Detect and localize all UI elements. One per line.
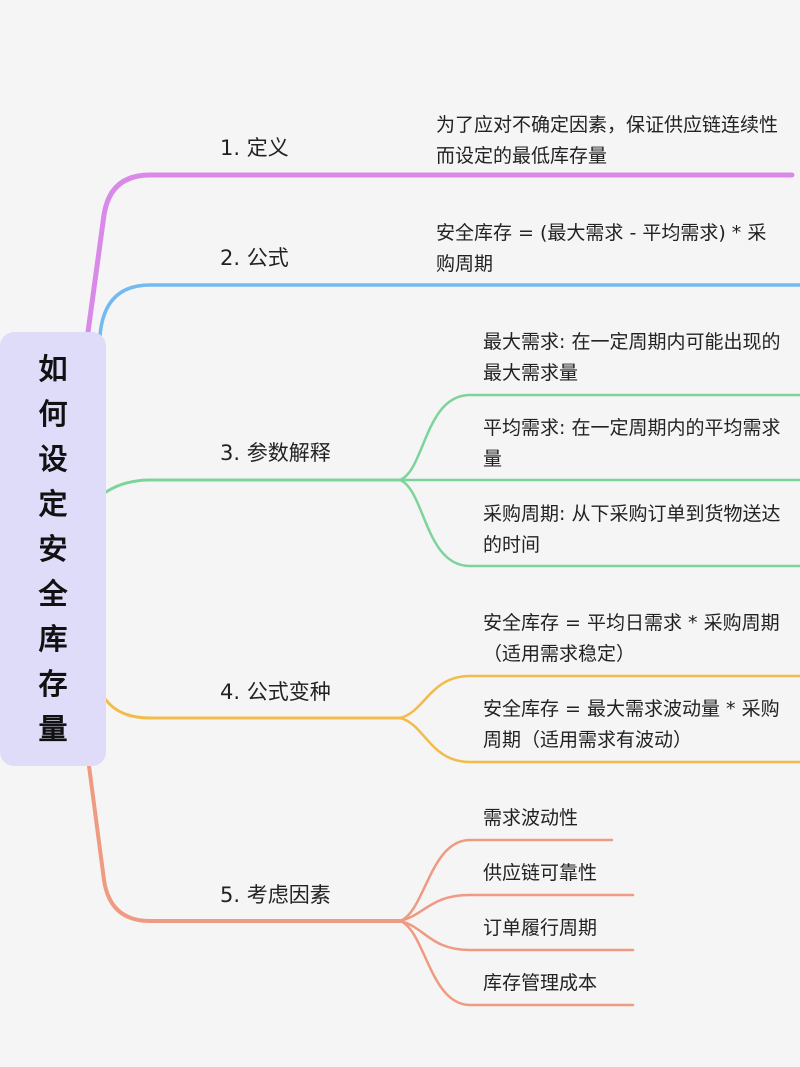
branch-1-line — [85, 172, 795, 335]
branch-5-child-2[interactable]: 供应链可靠性 — [483, 862, 598, 884]
branch-4-child-2-line — [398, 716, 800, 764]
branch-3-child-3[interactable]: 采购周期: 从下采购订单到货物送达的时间 — [483, 503, 781, 556]
branch-3-line — [104, 478, 402, 494]
branch-5-child-1[interactable]: 需求波动性 — [483, 807, 579, 829]
branch-4-label[interactable]: 4. 公式变种 — [220, 680, 331, 704]
branch-5-child-3-line — [398, 919, 635, 952]
branch-4-child-1[interactable]: 安全库存 = 平均日需求 * 采购周期（适用需求稳定） — [483, 612, 780, 665]
root-char: 量 — [38, 711, 68, 746]
branch-5-child-4[interactable]: 库存管理成本 — [483, 972, 598, 994]
root-char: 全 — [38, 576, 68, 611]
root-char: 何 — [38, 396, 68, 431]
branch-3-child-2[interactable]: 平均需求: 在一定周期内的平均需求量 — [483, 417, 781, 470]
branch-3-label[interactable]: 3. 参数解释 — [220, 441, 331, 465]
branch-5-child-2-line — [398, 893, 635, 923]
branch-3-child-1[interactable]: 最大需求: 在一定周期内可能出现的最大需求量 — [483, 331, 781, 384]
branch-1-child-1[interactable]: 为了应对不确定因素，保证供应链连续性而设定的最低库存量 — [436, 114, 779, 167]
branch-4-child-1-line — [398, 674, 800, 720]
branch-5-child-4-line — [398, 919, 635, 1007]
branch-3-child-1-line — [398, 393, 800, 482]
branch-5-child-1-line — [398, 838, 614, 923]
branch-1-label[interactable]: 1. 定义 — [220, 136, 289, 160]
root-char: 如 — [38, 351, 68, 386]
branch-2-line — [98, 283, 800, 338]
root-char: 安 — [38, 531, 68, 566]
root-char: 库 — [38, 621, 68, 656]
branch-4-line — [104, 698, 402, 720]
root-node[interactable]: 如 何 设 定 安 全 库 存 量 — [0, 332, 106, 766]
branch-2-label[interactable]: 2. 公式 — [220, 246, 289, 270]
branch-5-child-3[interactable]: 订单履行周期 — [483, 917, 598, 939]
branch-5-line — [87, 764, 402, 923]
root-char: 设 — [38, 441, 68, 476]
branch-2-child-1[interactable]: 安全库存 = (最大需求 - 平均需求) * 采购周期 — [436, 222, 767, 275]
root-char: 存 — [38, 666, 68, 701]
branch-4-child-2[interactable]: 安全库存 = 最大需求波动量 * 采购周期（适用需求有波动） — [483, 698, 780, 751]
branch-3-child-3-line — [398, 478, 800, 568]
branch-5-label[interactable]: 5. 考虑因素 — [220, 883, 331, 907]
root-char: 定 — [38, 486, 68, 521]
